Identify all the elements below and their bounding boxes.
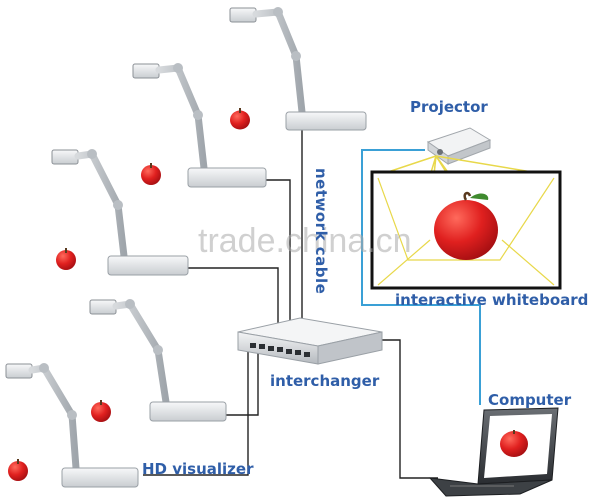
- computer-label: Computer: [488, 391, 572, 409]
- apple-icon: [141, 163, 161, 185]
- apple-icon: [434, 191, 498, 260]
- interactive-whiteboard-label: interactive whiteboard: [395, 291, 589, 309]
- document-camera-icon: [51, 149, 189, 276]
- projector-link: [361, 149, 481, 405]
- apple-icon: [91, 400, 111, 422]
- document-camera-icon: [229, 7, 367, 131]
- network-switch-icon: [237, 317, 383, 365]
- document-camera-icon: [5, 363, 139, 488]
- apple-icon: [8, 459, 28, 481]
- network-cable-label: network cable: [312, 168, 330, 295]
- interchanger-label: interchanger: [270, 372, 380, 390]
- document-camera-icon: [132, 63, 267, 188]
- document-camera-icon: [89, 299, 227, 422]
- apple-icon: [230, 108, 250, 130]
- watermark: trade.china.cn: [198, 222, 412, 260]
- laptop-icon: [428, 407, 559, 497]
- projector-label: Projector: [410, 98, 488, 116]
- hd-visualizer-label: HD visualizer: [142, 460, 254, 478]
- apple-icon: [56, 248, 76, 270]
- projector-icon: [426, 127, 492, 165]
